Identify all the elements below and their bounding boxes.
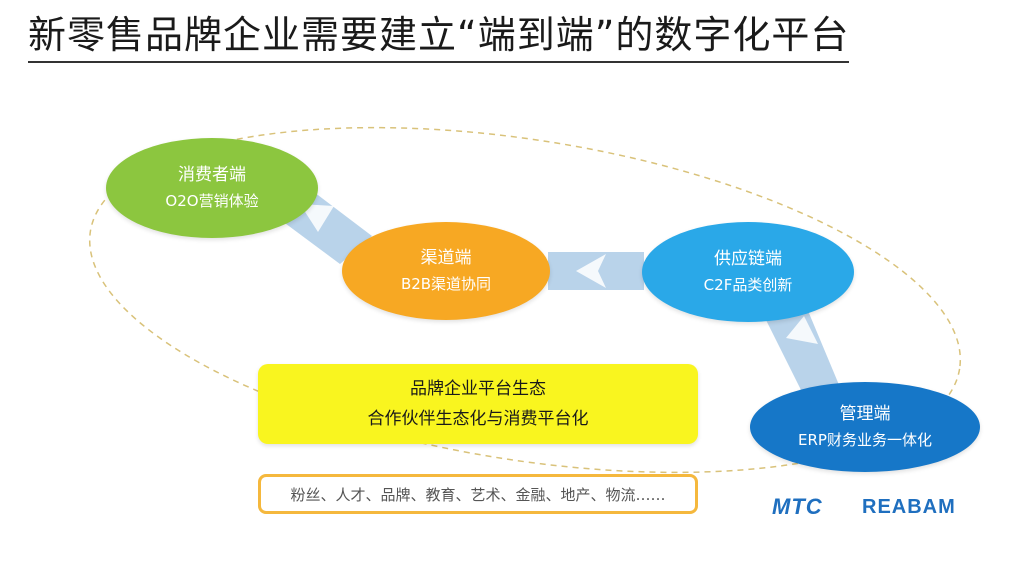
connector-channel-supply-arrowhead	[576, 254, 606, 288]
mtc-logo: MTC	[772, 496, 823, 518]
consumer-node: 消费者端 O2O营销体验	[106, 138, 318, 238]
channel-node-subtitle: B2B渠道协同	[400, 275, 492, 293]
loop-ellipse	[88, 126, 962, 474]
channel-node: 渠道端 B2B渠道协同	[342, 222, 550, 320]
supply-node: 供应链端 C2F品类创新	[642, 222, 854, 322]
connector-supply-manage-arrowhead	[786, 316, 818, 344]
manage-node-subtitle: ERP财务业务一体化	[798, 431, 932, 449]
ecosystem-title: 品牌企业平台生态	[410, 379, 546, 399]
manage-node: 管理端 ERP财务业务一体化	[750, 382, 980, 472]
consumer-node-subtitle: O2O营销体验	[165, 192, 259, 210]
connector-consumer-channel-arrowhead	[300, 204, 334, 232]
consumer-node-title: 消费者端	[178, 165, 246, 185]
reabam-logo: REABAM	[862, 496, 956, 518]
industries-text: 粉丝、人才、品牌、教育、艺术、金融、地产、物流……	[290, 485, 666, 504]
page-title: 新零售品牌企业需要建立“端到端”的数字化平台	[28, 4, 850, 63]
supply-node-title: 供应链端	[714, 249, 782, 269]
ecosystem-box: 品牌企业平台生态 合作伙伴生态化与消费平台化	[258, 364, 698, 444]
manage-node-title: 管理端	[839, 404, 891, 424]
mtc-logo-mark: MTC	[772, 494, 823, 519]
ecosystem-subtitle: 合作伙伴生态化与消费平台化	[367, 409, 589, 429]
connector-supply-manage	[762, 306, 842, 400]
industries-box: 粉丝、人才、品牌、教育、艺术、金融、地产、物流……	[258, 474, 698, 514]
supply-node-subtitle: C2F品类创新	[703, 276, 793, 294]
channel-node-title: 渠道端	[420, 248, 472, 268]
